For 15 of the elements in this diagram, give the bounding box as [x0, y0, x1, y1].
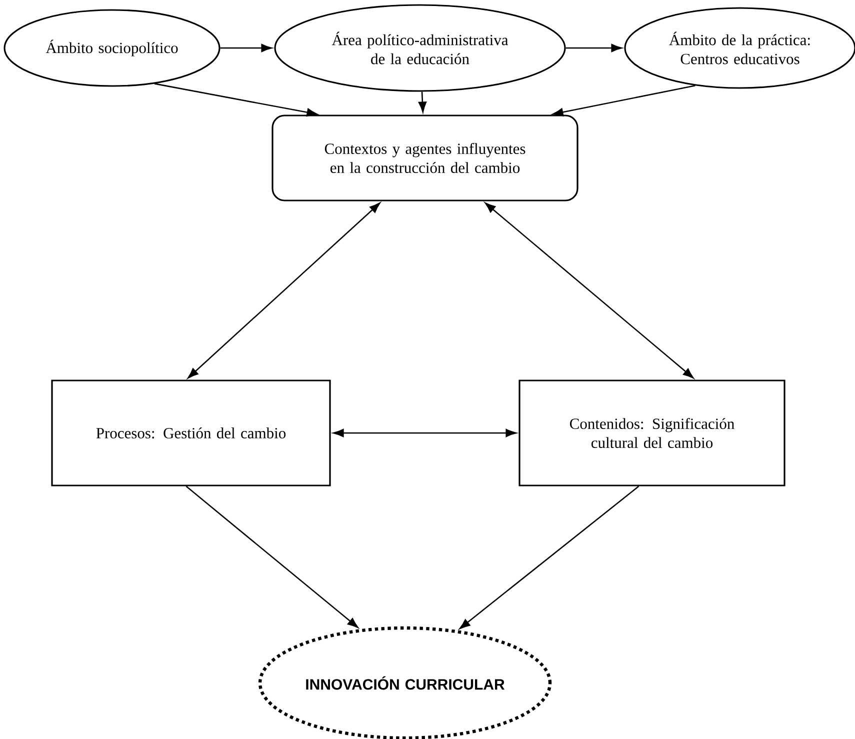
process-box: Procesos: Gestión del cambio	[51, 380, 331, 486]
arrow	[418, 92, 427, 112]
arrow	[188, 202, 380, 378]
arrow	[154, 83, 318, 116]
arrow	[552, 84, 696, 116]
arrow	[566, 44, 622, 52]
arrow	[484, 202, 694, 378]
arrow	[186, 486, 358, 628]
ellipse-node: Ámbito sociopolítico	[4, 9, 220, 87]
rounded-box: Contextos y agentes influyentes en la construcción del cambio	[272, 114, 578, 202]
arrow	[459, 486, 640, 630]
arrow	[220, 44, 272, 52]
ellipse-node: Área político-administrativa de la educación	[274, 4, 566, 92]
process-box: Contenidos: Significación cultural del cambio	[518, 380, 786, 486]
arrow	[333, 428, 516, 438]
